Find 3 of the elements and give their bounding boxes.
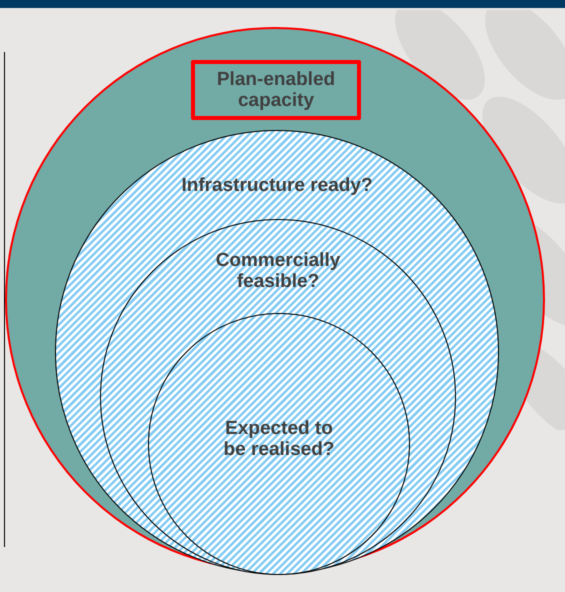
nested-circle <box>100 219 456 575</box>
highlighted-label: Plan-enabled capacity <box>191 60 361 120</box>
nested-circle <box>148 313 410 575</box>
